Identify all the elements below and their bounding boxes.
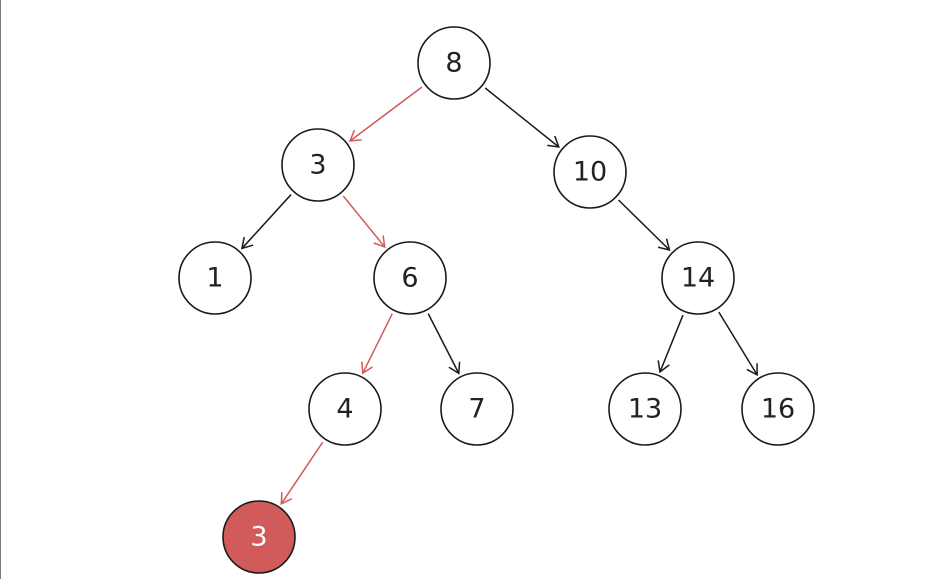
edge-n3-to-n1 (240, 194, 292, 250)
tree-node-n6: 6 (373, 241, 447, 315)
node-label: 3 (309, 150, 326, 181)
node-label: 7 (468, 394, 485, 425)
tree-node-n7: 7 (440, 372, 514, 446)
tree-node-n3: 3 (281, 128, 355, 202)
node-circle (553, 135, 627, 209)
node-label: 14 (681, 263, 715, 294)
node-label: 3 (250, 522, 267, 553)
edge-n10-to-n14 (618, 199, 671, 252)
tree-node-n1: 1 (178, 241, 252, 315)
node-circle (741, 372, 815, 446)
node-circle (661, 241, 735, 315)
node-circle (608, 372, 682, 446)
tree-node-n8: 8 (417, 26, 491, 100)
edges-layer (240, 86, 758, 506)
node-label: 1 (206, 263, 223, 294)
edge-n4-to-n3new-highlighted (280, 441, 324, 506)
tree-node-n3new-highlighted: 3 (222, 500, 296, 574)
node-label: 6 (401, 263, 418, 294)
edge-n6-to-n4-highlighted (361, 313, 393, 375)
node-label: 13 (628, 394, 662, 425)
edge-n8-to-n10 (484, 87, 560, 148)
node-circle (373, 241, 447, 315)
tree-node-n13: 13 (608, 372, 682, 446)
edge-n14-to-n16 (718, 311, 758, 377)
node-label: 16 (761, 394, 795, 425)
left-frame-border (0, 0, 1, 579)
edge-n3-to-n6-highlighted (342, 195, 386, 249)
edge-n14-to-n13 (657, 314, 684, 374)
edge-n6-to-n7 (427, 313, 461, 375)
node-label: 8 (445, 48, 462, 79)
tree-node-n14: 14 (661, 241, 735, 315)
node-label: 10 (573, 157, 607, 188)
edge-n8-to-n3-highlighted (348, 86, 423, 142)
node-circle (222, 500, 296, 574)
node-circle (178, 241, 252, 315)
tree-node-n4: 4 (308, 372, 382, 446)
node-label: 4 (336, 394, 353, 425)
tree-node-n10: 10 (553, 135, 627, 209)
tree-node-n16: 16 (741, 372, 815, 446)
node-circle (417, 26, 491, 100)
node-circle (281, 128, 355, 202)
node-circle (440, 372, 514, 446)
node-circle (308, 372, 382, 446)
